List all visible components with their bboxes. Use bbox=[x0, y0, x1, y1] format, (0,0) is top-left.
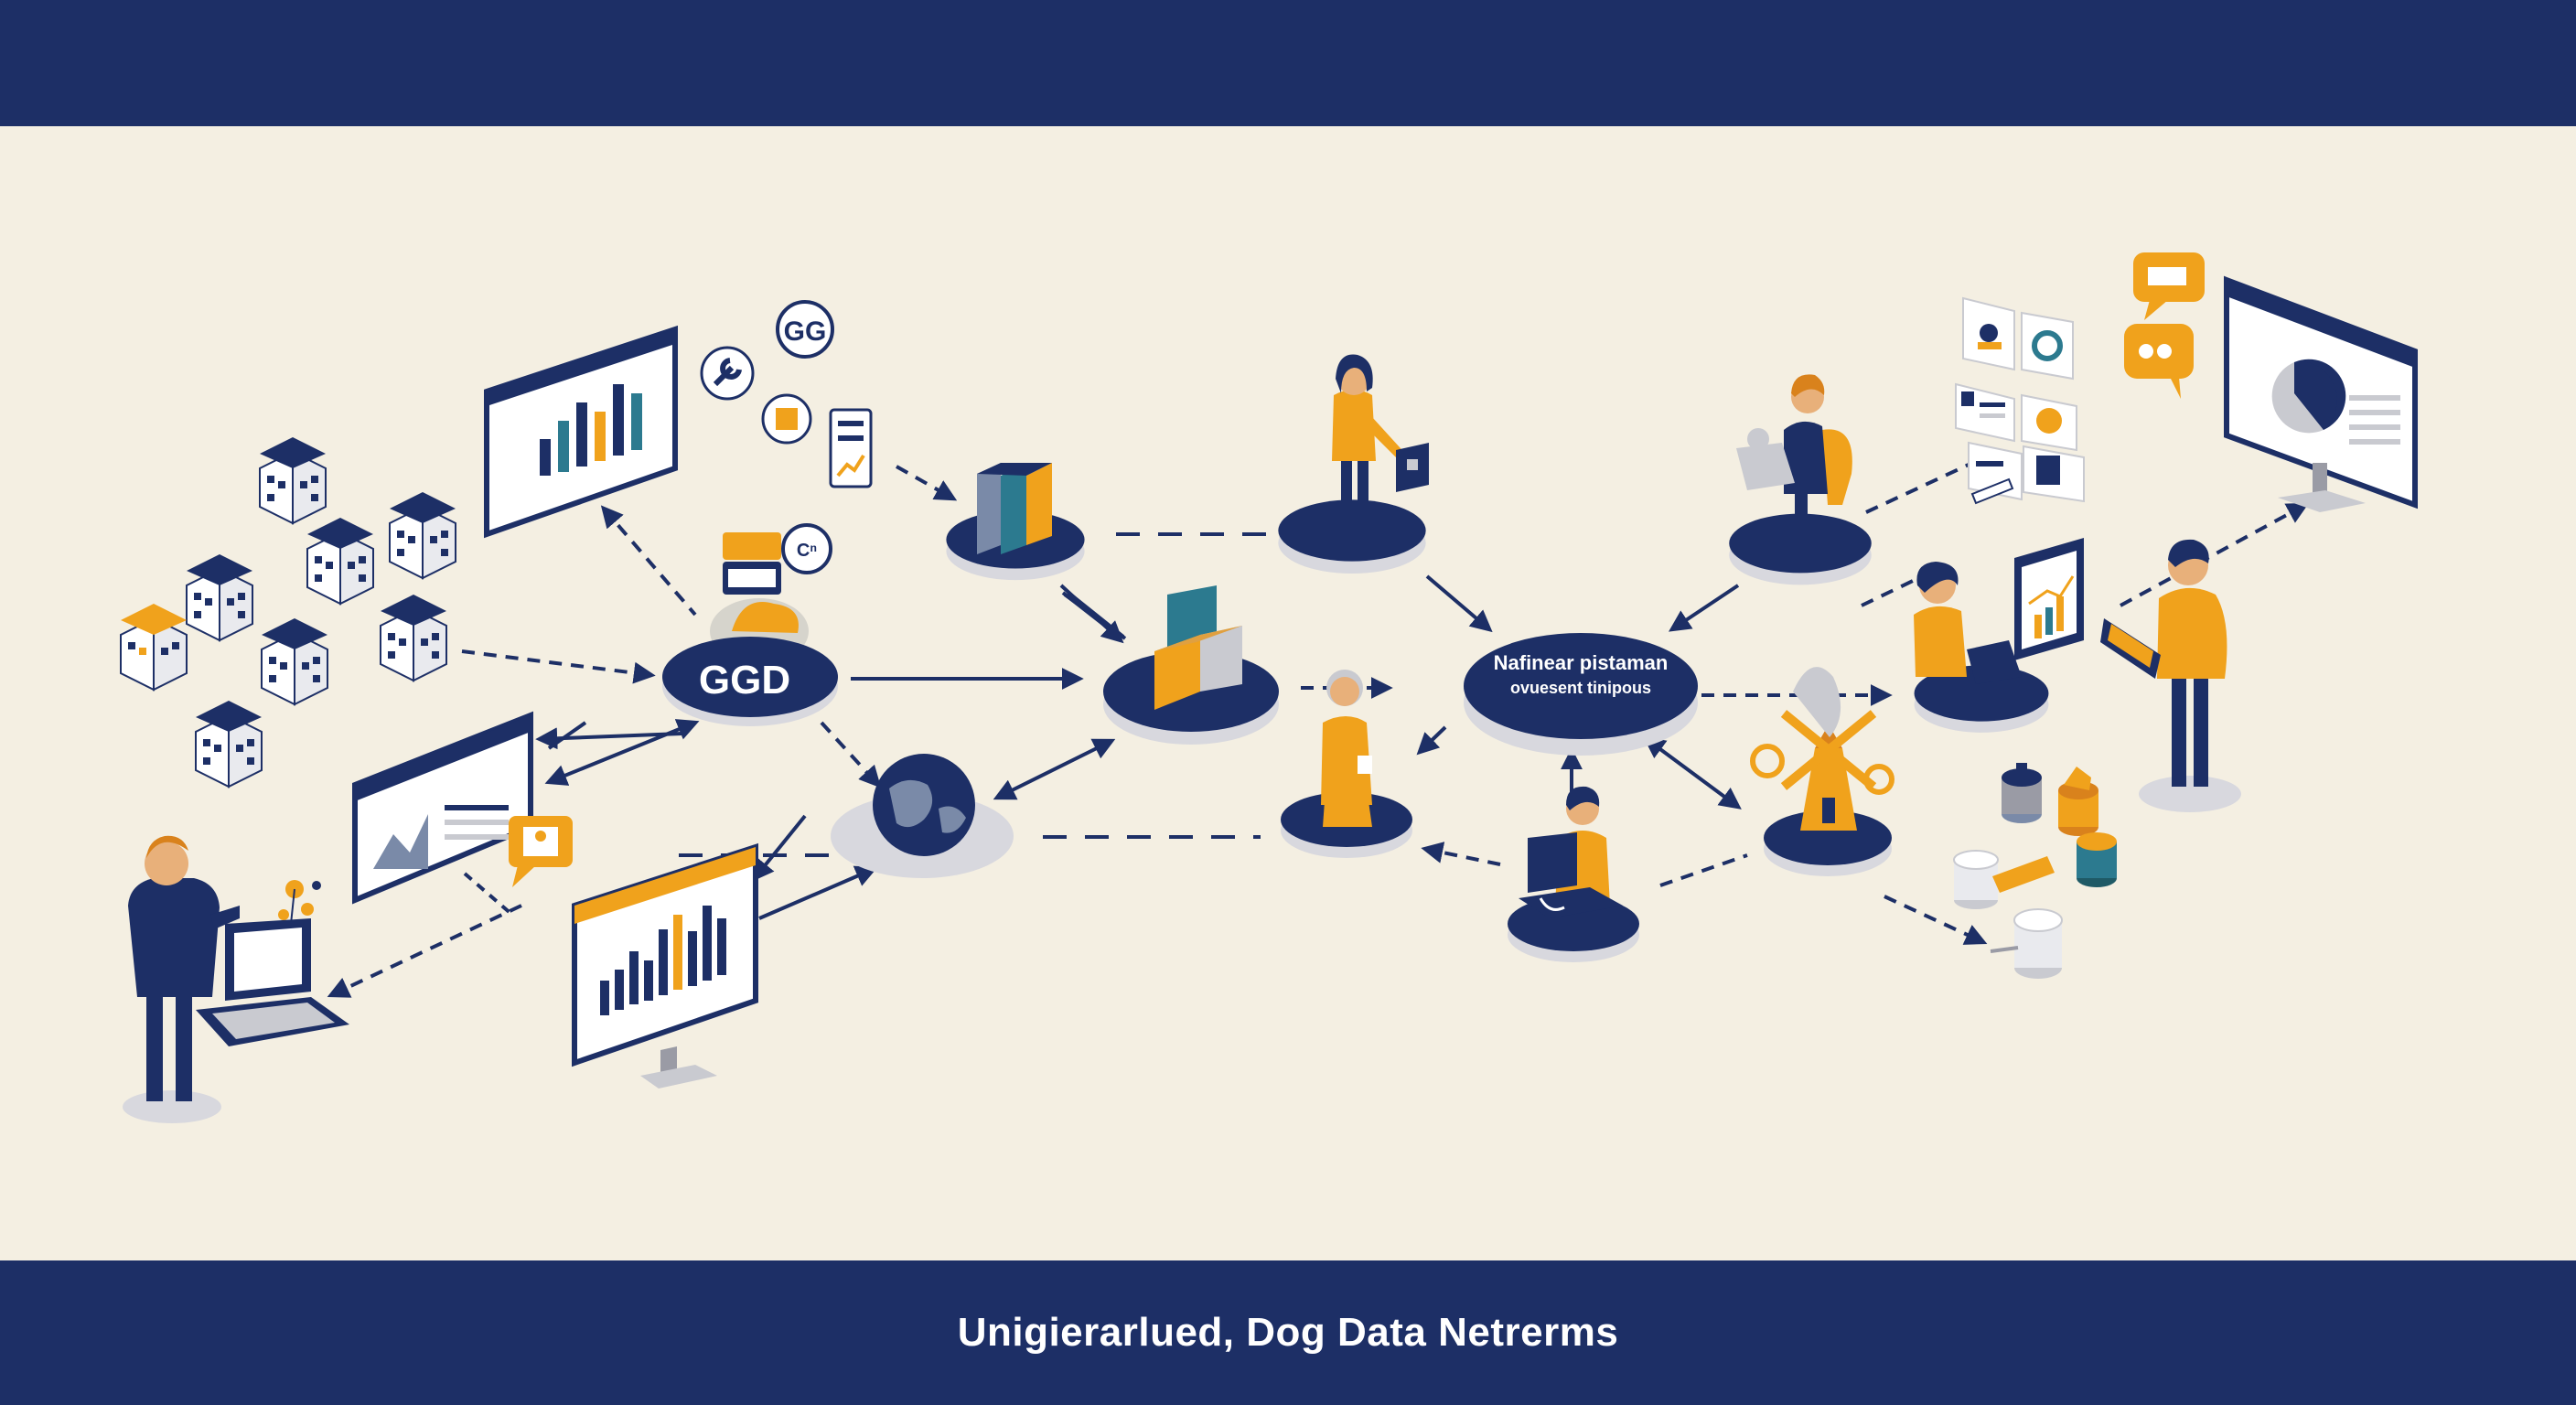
chart-bar bbox=[703, 906, 712, 981]
chat-bubbles bbox=[2124, 252, 2205, 399]
monitor-bottom-center bbox=[574, 847, 756, 1089]
chart-bar bbox=[576, 402, 587, 467]
connector bbox=[331, 906, 521, 995]
standing-man-laptop bbox=[2100, 540, 2241, 812]
connector bbox=[1425, 849, 1500, 864]
central-node-subtitle: ovuesent tinipous bbox=[1510, 679, 1651, 697]
building-icon bbox=[307, 518, 373, 604]
building-icon bbox=[390, 492, 456, 578]
floating-cards bbox=[1956, 298, 2084, 503]
building-icon bbox=[262, 618, 327, 704]
seated-person-laptop bbox=[1729, 374, 1872, 585]
person-icon bbox=[1980, 324, 1998, 342]
chart-bar bbox=[615, 970, 624, 1010]
connector bbox=[755, 816, 805, 878]
laptop-icon bbox=[1967, 640, 2022, 684]
laptop-left bbox=[196, 918, 349, 1046]
chart-bar bbox=[644, 960, 653, 1001]
chart-bar bbox=[717, 918, 726, 975]
kneeling-person bbox=[1281, 670, 1412, 858]
profile-bubble bbox=[509, 816, 573, 887]
connector bbox=[1026, 576, 1079, 631]
gear-badge bbox=[702, 348, 753, 399]
connector bbox=[604, 509, 695, 615]
monitor-top-right bbox=[2227, 280, 2415, 512]
connector bbox=[1647, 739, 1738, 807]
box-stack-node[interactable] bbox=[946, 463, 1084, 580]
connector bbox=[1660, 855, 1747, 885]
laptop-icon bbox=[1528, 832, 1577, 893]
chart-bar bbox=[2034, 615, 2042, 638]
diagram-title: Unigierarlued, Dog Data Netrerms bbox=[958, 1310, 1619, 1356]
connector bbox=[1063, 593, 1122, 638]
connector bbox=[2120, 505, 2305, 606]
chart-bar bbox=[629, 951, 639, 1004]
person-at-laptop bbox=[1508, 787, 1639, 962]
chart-bar bbox=[2045, 607, 2053, 635]
chart-bar bbox=[631, 393, 642, 450]
connector bbox=[465, 874, 512, 915]
person-icon bbox=[535, 831, 546, 842]
connector bbox=[821, 723, 878, 785]
ggd-label: GGD bbox=[699, 658, 790, 702]
connector bbox=[1672, 585, 1738, 629]
connector bbox=[1427, 576, 1489, 629]
chat-badge-label: Cⁿ bbox=[797, 541, 817, 561]
data-block-node[interactable] bbox=[1103, 585, 1279, 745]
connector bbox=[549, 723, 585, 748]
chart-bar bbox=[595, 412, 606, 461]
building-cluster bbox=[121, 437, 456, 787]
building-icon bbox=[196, 701, 262, 787]
monitor-top-left bbox=[487, 329, 675, 534]
chart-bar bbox=[600, 981, 609, 1015]
document-icon bbox=[776, 408, 798, 430]
connector bbox=[1866, 465, 1969, 512]
building-icon bbox=[381, 595, 446, 681]
monitor-bottom-left bbox=[355, 715, 531, 900]
building-icon bbox=[260, 437, 326, 523]
connector bbox=[997, 741, 1111, 798]
building-icon bbox=[187, 554, 252, 640]
chart-bar bbox=[540, 439, 551, 476]
chart-bar bbox=[673, 915, 682, 990]
doc-card bbox=[831, 410, 871, 487]
connector bbox=[1420, 727, 1445, 752]
gg-badge-label: GG bbox=[784, 316, 827, 347]
database-cluster bbox=[1954, 763, 2117, 979]
connector bbox=[896, 467, 953, 499]
bottom-banner: Unigierarlued, Dog Data Netrerms bbox=[0, 1260, 2576, 1405]
chart-bar bbox=[688, 931, 697, 986]
windmill-node[interactable] bbox=[1753, 667, 1892, 876]
card-icon bbox=[723, 532, 781, 560]
connector bbox=[462, 651, 651, 675]
doc-badge bbox=[763, 395, 810, 443]
central-node[interactable]: Nafinear pistaman ovuesent tinipous bbox=[1464, 633, 1698, 756]
building-icon bbox=[121, 604, 187, 690]
woman-with-laptop bbox=[1278, 355, 1429, 574]
ggd-hub[interactable]: Cⁿ GGD bbox=[662, 525, 838, 726]
tablet-analyst bbox=[1914, 538, 2084, 733]
connector bbox=[759, 869, 874, 918]
chart-bar bbox=[558, 421, 569, 472]
gg-badge: GG bbox=[778, 302, 832, 357]
chart-bar bbox=[2056, 596, 2064, 631]
globe-node[interactable] bbox=[831, 754, 1014, 878]
connector bbox=[1068, 593, 1123, 637]
central-node-title: Nafinear pistaman bbox=[1494, 651, 1669, 674]
chart-bar bbox=[659, 929, 668, 995]
chart-bar bbox=[613, 384, 624, 456]
